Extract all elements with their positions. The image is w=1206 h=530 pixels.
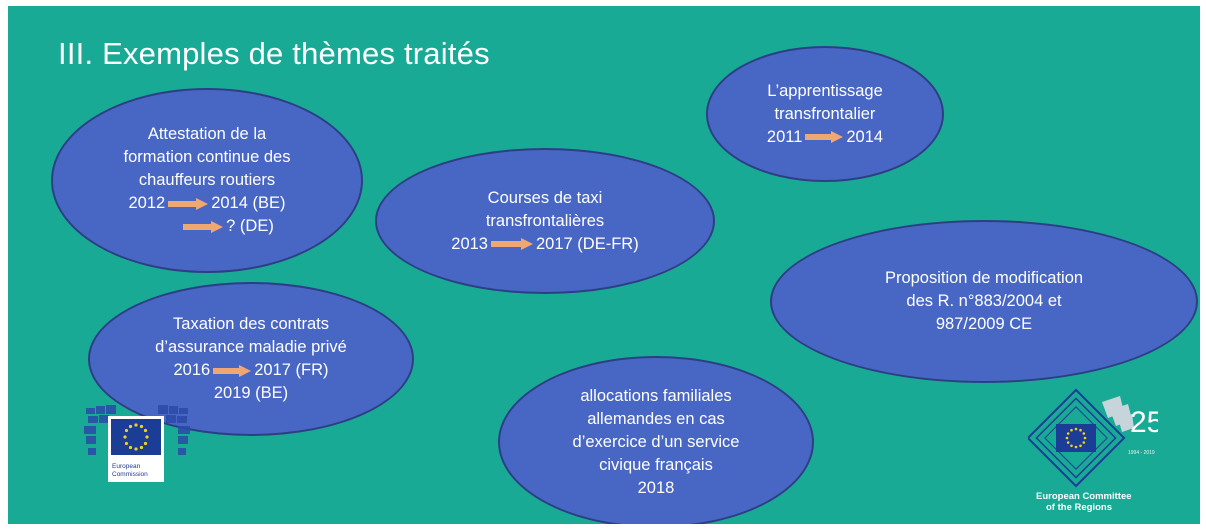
topic-line: transfrontalier — [774, 104, 876, 123]
topic-ellipse-chauffeurs: Attestation de la formation continue des… — [51, 88, 363, 273]
end-year: 2014 (BE) — [211, 194, 286, 212]
right-arrow-icon — [168, 197, 209, 210]
topic-line: Courses de taxi — [487, 188, 603, 207]
start-year: 2011 — [766, 127, 803, 146]
end-year: 2017 (FR) — [254, 361, 329, 379]
right-arrow-icon — [213, 364, 252, 377]
topic-line: L’apprentissage — [767, 81, 883, 100]
topic-timeline: 2013 2017 (DE-FR) — [451, 233, 638, 256]
topic-timeline: 2012 2014 (BE) — [128, 192, 285, 215]
topic-line: 987/2009 CE — [935, 315, 1033, 333]
slide: III. Exemples de thèmes traités Attestat… — [8, 6, 1200, 524]
topic-ellipse-proposition: Proposition de modification des R. n°883… — [770, 220, 1198, 383]
cor-name-text: of the Regions — [1046, 502, 1112, 513]
cor-name-text: European Committee — [1036, 491, 1132, 502]
eu-commission-text: Commission — [112, 471, 148, 478]
topic-line: Proposition de modification — [884, 269, 1084, 287]
topic-line: allocations familiales — [580, 386, 732, 405]
cor-anniversary-number: 25 — [1130, 406, 1158, 439]
topic-line: des R. n°883/2004 et — [906, 292, 1062, 310]
end-year: 2017 (DE-FR) — [536, 234, 639, 253]
topic-line: chauffeurs routiers — [138, 171, 276, 189]
topic-line: 2018 — [637, 478, 675, 497]
right-arrow-icon — [805, 131, 844, 143]
right-arrow-icon — [491, 238, 533, 250]
topic-timeline: 2011 2014 — [767, 126, 883, 149]
topic-ellipse-allocations: allocations familiales allemandes en cas… — [498, 356, 814, 524]
start-year: 2016 — [173, 361, 211, 379]
topic-timeline: 2016 2017 (FR) — [174, 359, 329, 382]
eu-commission-building-icon: European Commission — [84, 405, 190, 482]
cor-emblem-icon: 25 1994 - 2019 European Committee of the… — [1026, 388, 1163, 513]
cor-logo: 25 1994 - 2019 European Committee of the… — [1026, 388, 1163, 518]
topic-timeline: ? (DE) — [140, 215, 274, 238]
topic-ellipse-apprentissage: L’apprentissage transfrontalier 2011 201… — [706, 46, 944, 182]
topic-line: transfrontalières — [485, 211, 605, 230]
slide-title: III. Exemples de thèmes traités — [58, 36, 490, 71]
right-arrow-icon — [183, 220, 224, 233]
topic-line: formation continue des — [123, 148, 291, 166]
end-year: ? (DE) — [226, 217, 274, 235]
topic-line: allemandes en cas — [587, 409, 725, 428]
start-year: 2012 — [128, 194, 166, 212]
topic-ellipse-taxation: Taxation des contrats d’assurance maladi… — [88, 282, 414, 436]
topic-line: d’assurance maladie privé — [155, 338, 347, 356]
start-year: 2013 — [451, 234, 488, 253]
topic-line: d’exercice d’un service — [572, 432, 740, 451]
topic-line: 2019 (BE) — [213, 384, 289, 402]
cor-years-text: 1994 - 2019 — [1128, 450, 1155, 456]
topic-ellipse-taxi: Courses de taxi transfrontalières 2013 2… — [375, 148, 715, 294]
topic-line: Taxation des contrats — [173, 315, 329, 333]
topic-line: Attestation de la — [147, 125, 267, 143]
end-year: 2014 — [846, 127, 884, 146]
topic-line: civique français — [599, 455, 713, 474]
european-commission-logo: European Commission — [80, 396, 200, 486]
eu-commission-text: European — [112, 463, 141, 470]
